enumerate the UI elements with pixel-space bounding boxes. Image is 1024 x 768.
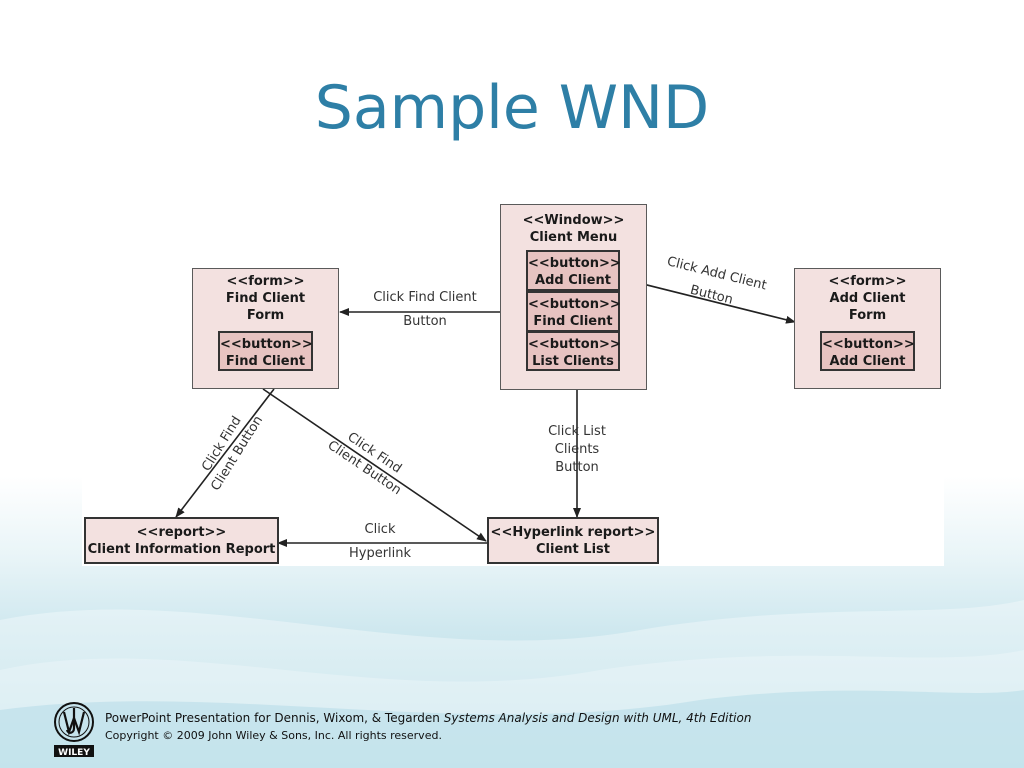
footer-credit-prefix: PowerPoint Presentation for Dennis, Wixo… [105, 711, 444, 725]
node-name: Add Client [535, 273, 611, 288]
edge-label-line: Clients [554, 442, 600, 457]
node-name: Find Client [225, 354, 306, 369]
wiley-logo-text: WILEY [58, 748, 90, 758]
node-name: Add Client [829, 291, 906, 306]
edge-label-line: Button [555, 460, 599, 475]
edge-label-find-client: Click Find Client Button [360, 289, 490, 331]
wnd-diagram: <<Window>> Client Menu <<button>> Add Cl… [82, 203, 944, 566]
edge-label-line: Button [403, 314, 447, 329]
edge-label-line: Hyperlink [348, 546, 412, 561]
node-stereotype: <<Window>> [522, 213, 625, 228]
edge-label-line: Click List [548, 424, 606, 439]
footer-credit: PowerPoint Presentation for Dennis, Wixo… [105, 711, 751, 725]
node-stereotype: <<form>> [828, 274, 907, 289]
edge-label-line: Click Find Client [373, 290, 477, 305]
client-list-report: <<Hyperlink report>> Client List [487, 517, 659, 564]
footer-copyright: Copyright © 2009 John Wiley & Sons, Inc.… [105, 729, 442, 742]
node-stereotype: <<button>> [220, 337, 313, 352]
node-name: Find Client [533, 314, 613, 329]
node-name: Client Menu [529, 230, 618, 245]
node-name-line2: Form [848, 308, 887, 323]
diagram-connectors [175, 277, 796, 547]
slide-title: Sample WND [314, 73, 710, 143]
wiley-logo: WILEY [54, 702, 94, 758]
add-client-button-node: <<button>> Add Client [526, 250, 621, 291]
node-stereotype: <<button>> [528, 256, 621, 271]
edge-add-client [618, 277, 796, 324]
edge-label-hyperlink: Click Hyperlink [330, 521, 430, 563]
add-client-form-button: <<button>> Add Client [820, 331, 915, 371]
node-name: Client Information Report [87, 542, 276, 557]
node-stereotype: <<report>> [136, 525, 227, 540]
node-name-line2: Form [246, 308, 285, 323]
find-client-button-node: <<button>> Find Client [526, 291, 621, 332]
client-information-report: <<report>> Client Information Report [84, 517, 279, 564]
node-name: Add Client [829, 354, 906, 369]
footer-book-title: Systems Analysis and Design with UML, 4t… [443, 711, 752, 725]
node-stereotype: <<button>> [822, 337, 915, 352]
slide-footer: PowerPoint Presentation for Dennis, Wixo… [105, 711, 751, 742]
edge-find-to-list [262, 388, 487, 542]
find-client-form-button: <<button>> Find Client [218, 331, 313, 371]
node-stereotype: <<form>> [226, 274, 305, 289]
edge-label-line: Click [364, 522, 396, 537]
edge-label-list-clients: Click List Clients Button [527, 423, 627, 477]
node-name: List Clients [532, 354, 614, 369]
list-clients-button-node: <<button>> List Clients [526, 331, 621, 371]
node-name: Find Client [225, 291, 306, 306]
edge-find-to-report [175, 388, 275, 518]
node-stereotype: <<button>> [528, 337, 621, 352]
node-stereotype: <<button>> [528, 297, 621, 312]
node-stereotype: <<Hyperlink report>> [490, 525, 656, 540]
node-name: Client List [536, 542, 610, 557]
